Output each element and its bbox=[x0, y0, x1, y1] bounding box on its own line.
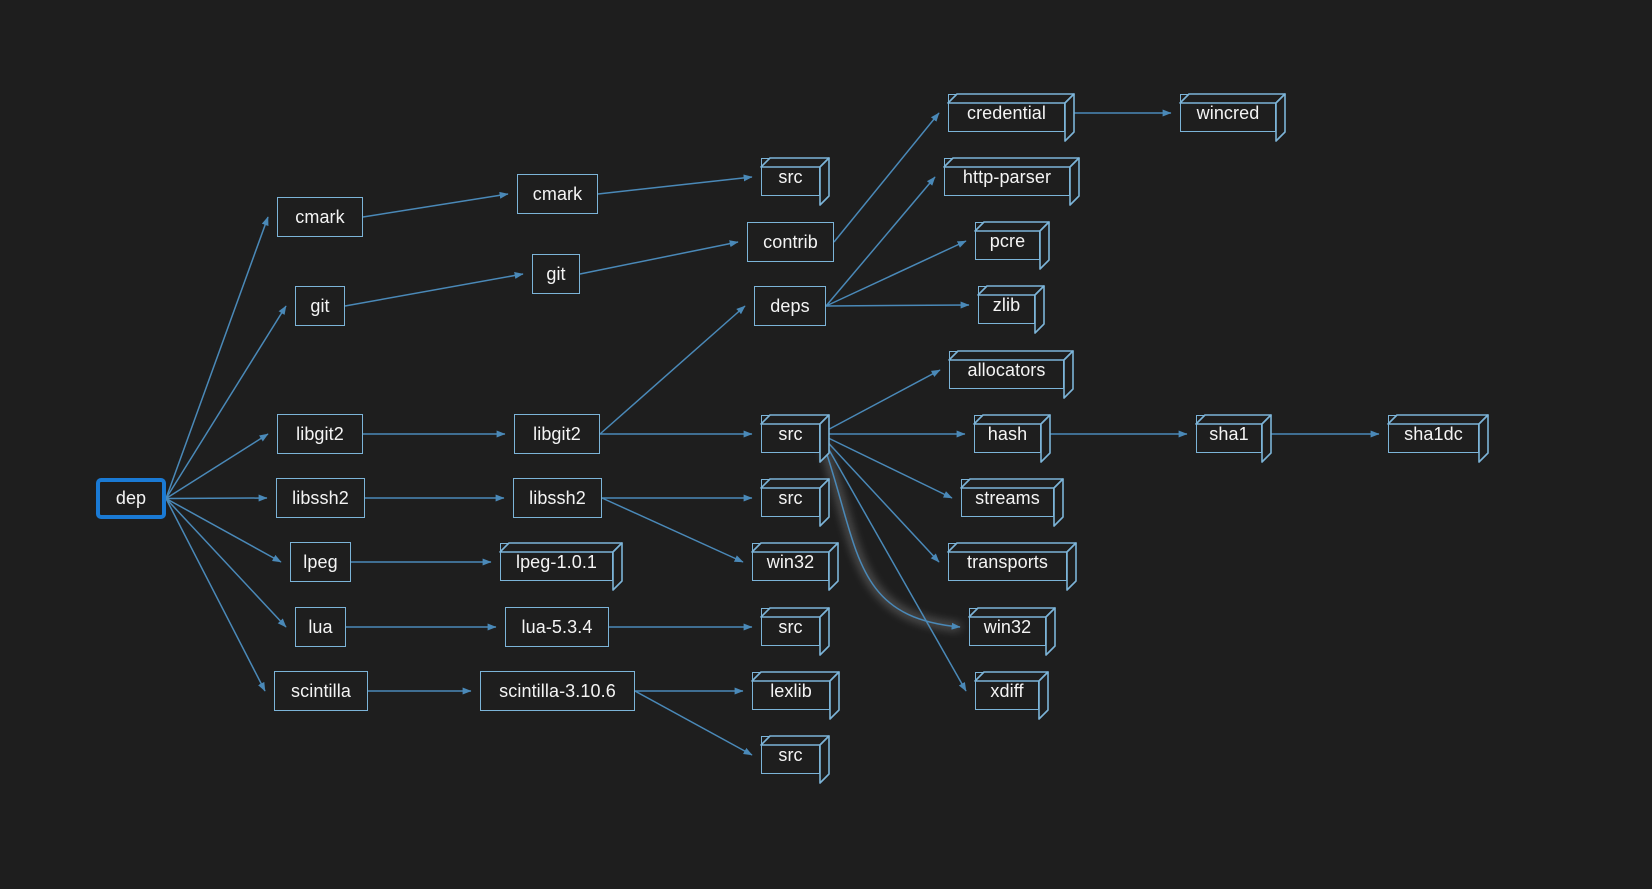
edge-srcLibgit2-to-allocators[interactable] bbox=[819, 369, 941, 435]
edge-srcLibgit2-to-win32Libgit2[interactable] bbox=[819, 433, 961, 630]
node-label: libgit2 bbox=[296, 423, 344, 444]
edge-cmark2-to-srcCmark[interactable] bbox=[597, 174, 753, 195]
node-label: src bbox=[778, 487, 803, 508]
node-lpeg[interactable]: lpeg bbox=[290, 542, 351, 582]
node-sha1[interactable]: sha1 bbox=[1195, 414, 1273, 464]
node-label: sha1 bbox=[1209, 423, 1249, 444]
edge-contrib-to-credential[interactable] bbox=[833, 112, 940, 243]
node-label: hash bbox=[987, 423, 1028, 444]
edge-cmark-to-cmark2[interactable] bbox=[362, 191, 509, 218]
edge-deps-to-zlib[interactable] bbox=[825, 301, 970, 309]
node-scintilla[interactable]: scintilla bbox=[274, 671, 368, 711]
node-label: dep bbox=[115, 488, 147, 508]
edge-git-to-git2[interactable] bbox=[344, 272, 524, 307]
edge-deps-to-pcre[interactable] bbox=[825, 240, 967, 307]
node-win32Libgit2[interactable]: win32 bbox=[968, 607, 1057, 657]
node-label: deps bbox=[770, 295, 810, 316]
node-scintilla3106[interactable]: scintilla-3.10.6 bbox=[480, 671, 635, 711]
node-credential[interactable]: credential bbox=[947, 93, 1076, 143]
node-cmark2[interactable]: cmark bbox=[517, 174, 598, 214]
node-dep[interactable]: dep bbox=[96, 478, 166, 519]
node-transports[interactable]: transports bbox=[947, 542, 1078, 592]
node-label: lpeg bbox=[303, 551, 338, 572]
node-xdiff[interactable]: xdiff bbox=[974, 671, 1050, 721]
node-label: libgit2 bbox=[533, 423, 581, 444]
node-label: lua-5.3.4 bbox=[521, 616, 593, 637]
node-label: transports bbox=[966, 551, 1049, 572]
node-label: lpeg-1.0.1 bbox=[515, 551, 598, 572]
node-lua534[interactable]: lua-5.3.4 bbox=[505, 607, 609, 647]
node-label: win32 bbox=[766, 551, 815, 572]
edge-deps-to-httpparser[interactable] bbox=[825, 176, 936, 307]
node-label: src bbox=[778, 744, 803, 765]
node-srcLibgit2[interactable]: src bbox=[760, 414, 831, 464]
node-zlib[interactable]: zlib bbox=[977, 285, 1046, 335]
edge-srcLibgit2-to-xdiff[interactable] bbox=[819, 433, 967, 692]
node-label: src bbox=[778, 423, 803, 444]
node-label: streams bbox=[975, 487, 1040, 508]
edge-libssh2b-to-win32Libssh2[interactable] bbox=[601, 497, 744, 563]
node-lua[interactable]: lua bbox=[295, 607, 346, 647]
node-pcre[interactable]: pcre bbox=[974, 221, 1051, 271]
node-label: win32 bbox=[983, 616, 1032, 637]
edge-dep-to-lua[interactable] bbox=[165, 497, 287, 628]
edge-dep-to-libssh2[interactable] bbox=[165, 494, 268, 502]
edge-dep-to-libgit2[interactable] bbox=[165, 433, 269, 500]
edge-dep-to-git[interactable] bbox=[165, 305, 287, 499]
edge-srcLibgit2-to-transports[interactable] bbox=[819, 433, 940, 563]
edge-dep-to-scintilla[interactable] bbox=[165, 498, 266, 692]
node-label: http-parser bbox=[962, 166, 1052, 187]
node-sha1dc[interactable]: sha1dc bbox=[1387, 414, 1490, 464]
node-label: cmark bbox=[295, 206, 345, 227]
node-label: cmark bbox=[532, 183, 583, 204]
node-srcLua[interactable]: src bbox=[760, 607, 831, 657]
edge-dep-to-lpeg[interactable] bbox=[165, 497, 282, 563]
edge-git2-to-contrib[interactable] bbox=[579, 240, 739, 275]
node-label: pcre bbox=[989, 230, 1026, 251]
node-label: zlib bbox=[992, 294, 1021, 315]
node-httpparser[interactable]: http-parser bbox=[943, 157, 1081, 207]
node-lexlib[interactable]: lexlib bbox=[751, 671, 841, 721]
node-cmark[interactable]: cmark bbox=[277, 197, 363, 237]
node-libssh2[interactable]: libssh2 bbox=[276, 478, 365, 518]
node-libgit2[interactable]: libgit2 bbox=[277, 414, 363, 454]
edge-srcLibgit2-to-streams[interactable] bbox=[819, 433, 953, 499]
node-srcCmark[interactable]: src bbox=[760, 157, 831, 207]
node-git[interactable]: git bbox=[295, 286, 345, 326]
node-hash[interactable]: hash bbox=[973, 414, 1052, 464]
node-label: allocators bbox=[967, 359, 1046, 380]
edge-scintilla3106-to-srcScintilla[interactable] bbox=[634, 690, 753, 756]
node-deps[interactable]: deps bbox=[754, 286, 826, 326]
node-label: src bbox=[778, 616, 803, 637]
node-label: scintilla bbox=[291, 680, 351, 701]
node-label: libssh2 bbox=[292, 487, 349, 508]
node-label: sha1dc bbox=[1404, 423, 1463, 444]
node-streams[interactable]: streams bbox=[960, 478, 1065, 528]
node-label: credential bbox=[966, 102, 1047, 123]
edge-dep-to-cmark[interactable] bbox=[165, 216, 269, 499]
node-allocators[interactable]: allocators bbox=[948, 350, 1075, 400]
node-lpeg101[interactable]: lpeg-1.0.1 bbox=[499, 542, 624, 592]
node-wincred[interactable]: wincred bbox=[1179, 93, 1287, 143]
node-win32Libssh2[interactable]: win32 bbox=[751, 542, 840, 592]
node-label: git bbox=[546, 263, 566, 284]
node-label: src bbox=[778, 166, 803, 187]
node-git2[interactable]: git bbox=[532, 254, 580, 294]
node-label: libssh2 bbox=[529, 487, 586, 508]
node-libssh2b[interactable]: libssh2 bbox=[513, 478, 602, 518]
node-label: wincred bbox=[1196, 102, 1260, 123]
node-label: contrib bbox=[763, 231, 818, 252]
node-label: scintilla-3.10.6 bbox=[499, 680, 616, 701]
node-label: git bbox=[310, 295, 330, 316]
node-contrib[interactable]: contrib bbox=[747, 222, 834, 262]
node-srcScintilla[interactable]: src bbox=[760, 735, 831, 785]
node-libgit2b[interactable]: libgit2 bbox=[514, 414, 600, 454]
node-label: lexlib bbox=[770, 680, 812, 701]
edge-libgit2b-to-deps[interactable] bbox=[599, 305, 746, 435]
node-label: lua bbox=[308, 616, 333, 637]
node-label: xdiff bbox=[990, 680, 1024, 701]
node-srcLibssh2[interactable]: src bbox=[760, 478, 831, 528]
